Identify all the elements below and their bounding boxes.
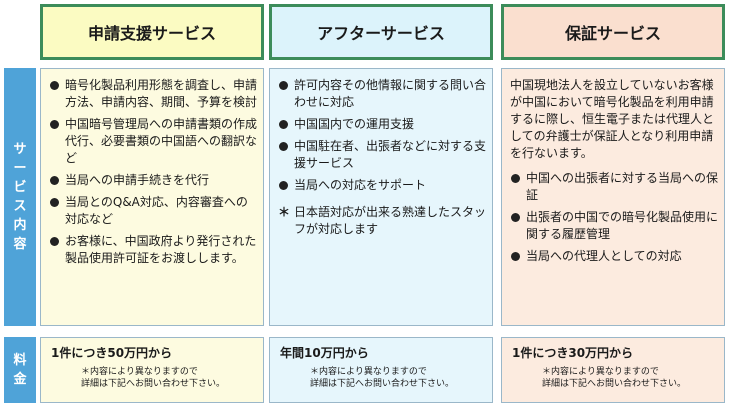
fee-note: ＊内容により異なりますので 詳細は下記へお問い合わせ下さい。	[41, 362, 263, 390]
list-item: 中国駐在者、出張者などに対する支援サービス	[278, 138, 486, 172]
list-item: 中国国内での運用支援	[278, 116, 486, 133]
fee-note-line: 詳細は下記へお問い合わせ下さい。	[310, 379, 455, 389]
fee-price: 1件につき30万円から	[512, 346, 634, 360]
fee-price: 1件につき50万円から	[51, 346, 173, 360]
fee-note: ＊内容により異なりますので 詳細は下記へお問い合わせ下さい。	[270, 362, 492, 390]
note-mark: ＊	[278, 205, 291, 219]
header-guarantee-service: 保証サービス	[501, 4, 725, 60]
header-application-support: 申請支援サービス	[40, 4, 264, 60]
side-label-service-content: サ ー ビ ス 内 容	[4, 68, 36, 326]
fee-note-line: ＊内容により異なりますので	[310, 367, 427, 377]
note-text: 日本語対応が出来る熟達したスタッフが対応します	[294, 205, 487, 236]
side-char: ー	[13, 161, 27, 176]
fee-guarantee-service: 1件につき30万円から ＊内容により異なりますので 詳細は下記へお問い合わせ下さ…	[501, 337, 725, 403]
service-list: 中国への出張者に対する当局への保証 出張者の中国での暗号化製品使用に関する履歴管…	[502, 168, 724, 265]
list-item: 当局とのQ&A対応、内容審査への対応など	[49, 194, 257, 228]
side-char: ス	[13, 199, 27, 214]
side-label-fee: 料 金	[4, 337, 36, 403]
fee-note-line: ＊内容により異なりますので	[542, 367, 659, 377]
content-guarantee-service: 中国現地法人を設立していないお客様が中国において暗号化製品を利用申請するに際し、…	[501, 68, 725, 326]
fee-note-line: ＊内容により異なりますので	[81, 367, 198, 377]
list-item: 中国への出張者に対する当局への保証	[510, 170, 718, 204]
content-after-service: 許可内容その他情報に関する問い合わせに対応 中国国内での運用支援 中国駐在者、出…	[269, 68, 493, 326]
fee-application-support: 1件につき50万円から ＊内容により異なりますので 詳細は下記へお問い合わせ下さ…	[40, 337, 264, 403]
list-item: 当局への代理人としての対応	[510, 248, 718, 265]
fee-price: 年間10万円から	[280, 346, 369, 360]
fee-after-service: 年間10万円から ＊内容により異なりますので 詳細は下記へお問い合わせ下さい。	[269, 337, 493, 403]
content-application-support: 暗号化製品利用形態を調査し、申請方法、申請内容、期間、予算を検討 中国暗号管理局…	[40, 68, 264, 326]
guarantee-intro: 中国現地法人を設立していないお客様が中国において暗号化製品を利用申請するに際し、…	[510, 78, 715, 160]
fee-note-line: 詳細は下記へお問い合わせ下さい。	[542, 379, 687, 389]
side-char: 容	[13, 237, 27, 252]
side-char: ビ	[13, 180, 27, 195]
list-item: 暗号化製品利用形態を調査し、申請方法、申請内容、期間、予算を検討	[49, 77, 257, 111]
fee-note: ＊内容により異なりますので 詳細は下記へお問い合わせ下さい。	[502, 362, 724, 390]
list-item: 出張者の中国での暗号化製品使用に関する履歴管理	[510, 209, 718, 243]
list-item: 当局への対応をサポート	[278, 177, 486, 194]
staff-note: ＊ 日本語対応が出来る熟達したスタッフが対応します	[278, 204, 486, 238]
service-list: 暗号化製品利用形態を調査し、申請方法、申請内容、期間、予算を検討 中国暗号管理局…	[41, 69, 263, 267]
side-char: 金	[13, 372, 27, 387]
list-item: 中国暗号管理局への申請書類の作成代行、必要書類の中国語への翻訳など	[49, 116, 257, 167]
list-item: 当局への申請手続きを代行	[49, 172, 257, 189]
service-list: 許可内容その他情報に関する問い合わせに対応 中国国内での運用支援 中国駐在者、出…	[270, 69, 492, 194]
list-item: お客様に、中国政府より発行された製品使用許可証をお渡しします。	[49, 233, 257, 267]
fee-note-line: 詳細は下記へお問い合わせ下さい。	[81, 379, 226, 389]
side-char: 内	[13, 218, 27, 233]
side-char: 料	[13, 353, 27, 368]
list-item: 許可内容その他情報に関する問い合わせに対応	[278, 77, 486, 111]
side-char: サ	[13, 142, 27, 157]
header-after-service: アフターサービス	[269, 4, 493, 60]
